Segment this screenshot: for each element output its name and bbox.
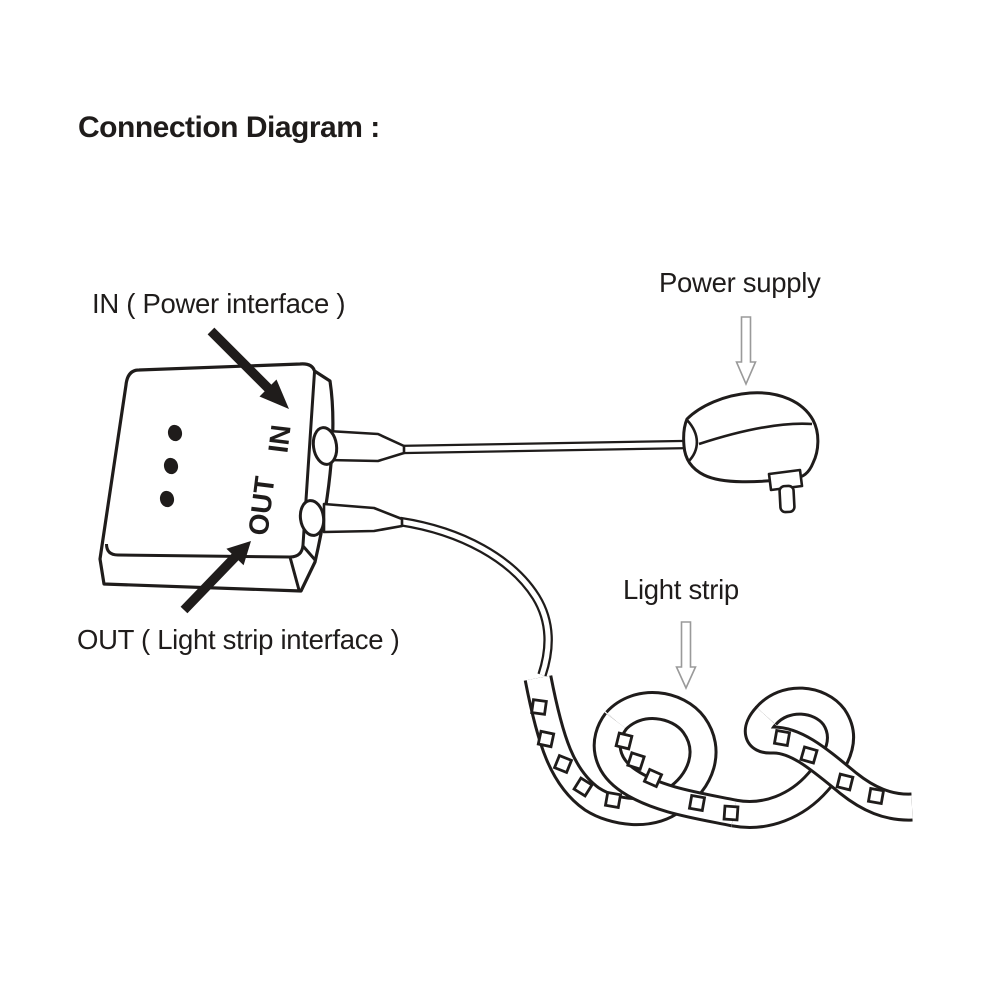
out-arrow (180, 541, 251, 614)
led-chip (687, 793, 707, 813)
led-chip (835, 772, 855, 792)
page-title: Connection Diagram : (78, 111, 380, 144)
light-strip-ribbon (523, 675, 913, 829)
plug-in (326, 429, 406, 463)
ribbon-segment (523, 675, 683, 826)
port-out (298, 499, 326, 537)
adapter-contour-line (698, 422, 813, 446)
port-in (311, 426, 339, 466)
light-strip-down-arrow-icon (675, 621, 697, 690)
wire-strip (399, 516, 553, 677)
annotation-power-supply: Power supply (659, 267, 821, 298)
port-label-out: OUT (243, 475, 281, 537)
ribbon-segment (605, 691, 718, 812)
led-chips (530, 698, 886, 822)
led-chip (614, 731, 634, 751)
led-chip (603, 790, 623, 810)
adapter-plug-prong (778, 484, 796, 514)
annotation-in: IN ( Power interface ) (92, 288, 345, 319)
adapter-body (682, 391, 820, 484)
led-chip (626, 751, 646, 771)
ribbon-segment (592, 712, 737, 828)
controller-box-edges (105, 371, 318, 591)
ribbon-segment (731, 686, 855, 829)
indicator-dot (159, 490, 175, 508)
in-arrow (207, 327, 289, 409)
led-chip (722, 804, 740, 822)
indicator-dot (163, 457, 179, 475)
annotation-light-strip: Light strip (623, 574, 739, 605)
controller-box-body (98, 362, 335, 593)
led-chip (572, 776, 594, 798)
plug-out (322, 502, 404, 534)
led-chip (799, 745, 819, 765)
led-chip (866, 786, 886, 806)
wire-power (399, 439, 689, 455)
out-arrow-head (226, 541, 251, 566)
led-chip (642, 767, 664, 789)
led-chip (772, 728, 792, 748)
adapter-plug-housing (767, 468, 804, 492)
port-label-in: IN (262, 423, 296, 455)
controller-box: IN OUT (98, 362, 335, 593)
power-supply-down-arrow-icon (735, 316, 757, 387)
annotation-out: OUT ( Light strip interface ) (77, 624, 399, 655)
indicator-dot (167, 424, 183, 442)
led-chip (552, 753, 574, 775)
adapter-nose-crease (686, 419, 699, 463)
led-chip (536, 729, 556, 749)
power-adapter (682, 391, 820, 514)
led-chip (530, 698, 548, 716)
in-arrow-head (259, 379, 289, 409)
